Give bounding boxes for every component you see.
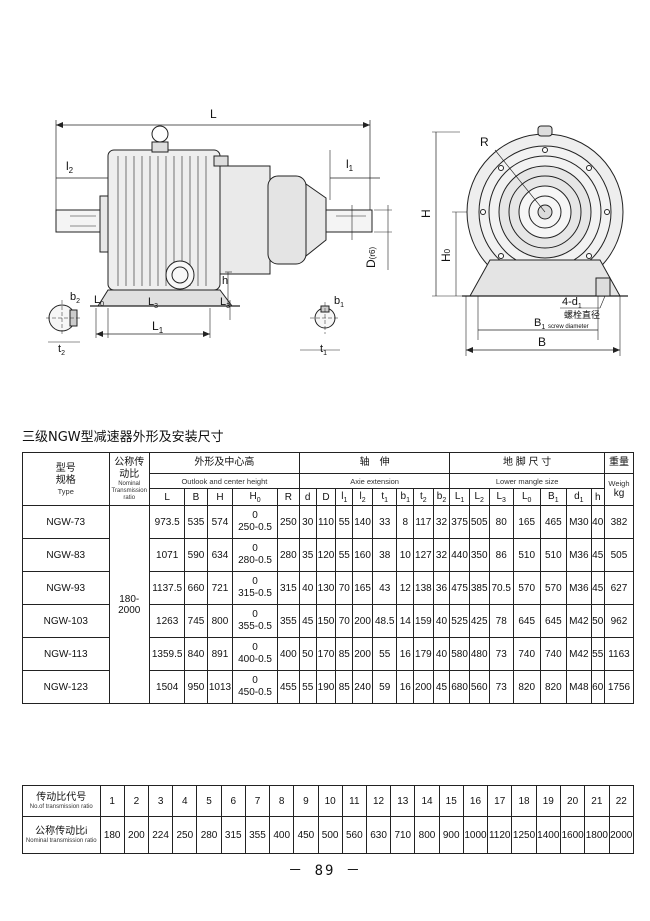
col-H0: H0 xyxy=(232,488,278,506)
dim-L3-right-label: L3 xyxy=(220,296,230,310)
dim-L-label: L xyxy=(210,107,217,121)
side-view: L l2 l1 D(r6) h L0 L3 L3 L1 b2 t2 b1 t1 xyxy=(46,107,392,357)
col-H: H xyxy=(206,488,234,506)
dim-l1-label: l1 xyxy=(346,157,354,173)
front-view: R H H0 4-d1 螺栓直径 screw diameter B1 B xyxy=(419,125,628,356)
header-type: 型号 规格 Type xyxy=(22,452,110,506)
dimensions-table: 型号 规格 Type 公称传 动比 Nominal Transmission r… xyxy=(22,452,635,704)
dim-R-label: R xyxy=(480,135,489,149)
col-R: R xyxy=(276,488,300,506)
dim-t2-label: t2 xyxy=(58,343,65,357)
transmission-ratio-table: 传动比代号 No.of transmission ratio 1 2 3 4 5… xyxy=(22,785,634,854)
section-title: 三级NGW型减速器外形及安装尺寸 xyxy=(22,430,224,445)
header-outlook: 外形及中心高 xyxy=(148,452,300,474)
col-L2: L2 xyxy=(468,488,490,506)
header-nominal-ratio: 公称传 动比 Nominal Transmission ratio xyxy=(108,452,150,506)
header-axie-en: Axie extension xyxy=(298,473,451,489)
col-t2: t2 xyxy=(413,488,434,506)
col-d: d xyxy=(298,488,317,506)
page-number: － 89 － xyxy=(288,863,362,879)
ratio-code-row: 传动比代号 No.of transmission ratio 1 2 3 4 5… xyxy=(22,785,634,817)
header-outlook-en: Outlook and center height xyxy=(148,473,300,489)
dim-H-label: H xyxy=(419,209,433,218)
ratio-value-header: 公称传动比i Nominal transmission ratio xyxy=(22,816,101,854)
dim-L3-label: L3 xyxy=(148,296,158,310)
dim-4d1-label: 4-d1 xyxy=(562,296,582,310)
header-axie: 轴 伸 xyxy=(298,452,451,474)
ratio-value-row: 公称传动比i Nominal transmission ratio 180 20… xyxy=(22,816,634,854)
col-L: L xyxy=(148,488,186,506)
header-lower-mangle: 地 脚 尺 寸 xyxy=(449,452,605,474)
col-D: D xyxy=(315,488,337,506)
col-b1: b1 xyxy=(396,488,415,506)
col-L0: L0 xyxy=(512,488,541,506)
dim-L1-label: L1 xyxy=(152,319,164,335)
col-b2: b2 xyxy=(432,488,451,506)
bolt-diameter-cn-label: 螺栓直径 xyxy=(564,309,600,320)
col-L1: L1 xyxy=(449,488,470,506)
col-l1: l1 xyxy=(335,488,354,506)
header-weight-en: Weigh kg xyxy=(603,473,635,506)
bolt-diameter-en-label: screw diameter xyxy=(548,324,589,330)
col-B1: B1 xyxy=(539,488,568,506)
col-l2: l2 xyxy=(352,488,374,506)
header-weight: 重量 xyxy=(603,452,635,474)
dim-B-label: B xyxy=(538,335,546,349)
dim-h-label: h xyxy=(222,275,228,287)
col-t1: t1 xyxy=(372,488,398,506)
col-d1: d1 xyxy=(566,488,592,506)
ratio-merged-cell: 180- 2000 xyxy=(108,505,150,704)
col-h: h xyxy=(590,488,605,506)
dim-t1-label: t1 xyxy=(320,343,327,357)
dim-D-label: D(r6) xyxy=(364,247,378,268)
dim-b2-label: b2 xyxy=(70,291,80,305)
reducer-technical-drawing: L l2 l1 D(r6) h L0 L3 L3 L1 b2 t2 b1 t1 xyxy=(46,107,628,357)
dim-l2-label: l2 xyxy=(66,159,74,175)
header-lower-mangle-en: Lower mangle size xyxy=(449,473,605,489)
ratio-code-header: 传动比代号 No.of transmission ratio xyxy=(22,785,101,817)
dim-L0-label: L0 xyxy=(94,294,104,308)
col-B: B xyxy=(184,488,208,506)
col-L3: L3 xyxy=(488,488,514,506)
dim-b1-label: b1 xyxy=(334,295,344,309)
dim-H0-label: H0 xyxy=(439,248,453,262)
dim-B1-label: B1 xyxy=(534,317,545,331)
